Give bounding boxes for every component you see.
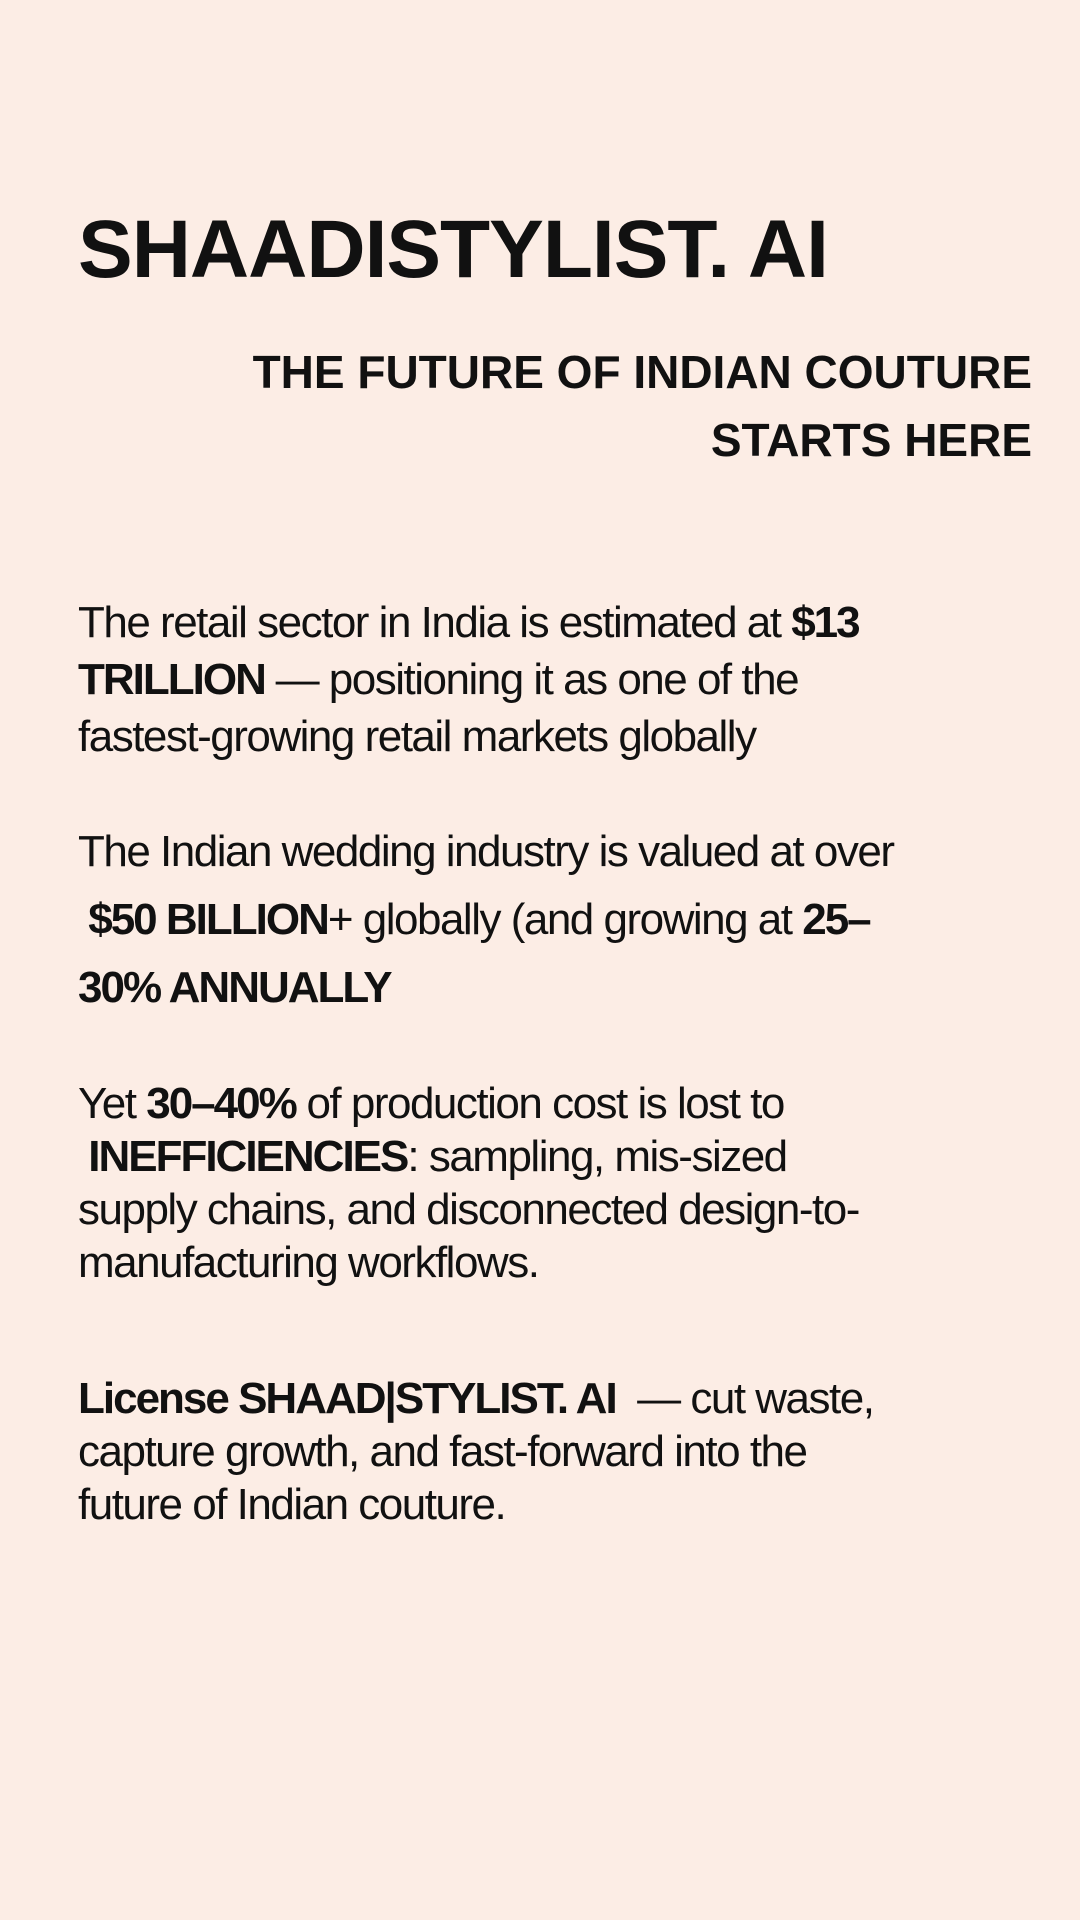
- wedding-industry-paragraph: The Indian wedding industry is valued at…: [78, 818, 1038, 1022]
- paragraph-line: INEFFICIENCIES: sampling, mis-sized: [78, 1130, 1038, 1183]
- license-callout: License SHAAD|STYLIST. AI: [78, 1374, 618, 1423]
- highlight-value: TRILLION: [78, 655, 267, 704]
- inefficiencies-paragraph: Yet 30–40% of production cost is lost to…: [78, 1077, 1038, 1289]
- highlight-value: $13: [791, 598, 860, 647]
- paragraph-line: supply chains, and disconnected design-t…: [78, 1185, 860, 1234]
- highlight-value: INEFFICIENCIES: [78, 1132, 409, 1181]
- highlight-value: 30% ANNUALLY: [78, 963, 393, 1012]
- paragraph-line: capture growth, and fast-forward into th…: [78, 1427, 808, 1476]
- retail-sector-paragraph: The retail sector in India is estimated …: [78, 594, 1038, 765]
- tagline-line-1: THE FUTURE OF INDIAN COUTURE: [252, 346, 1032, 398]
- highlight-value: 25–: [802, 895, 871, 944]
- paragraph-text: — positioning it as one of the: [264, 655, 800, 704]
- paragraph-line: future of Indian couture.: [78, 1480, 507, 1529]
- brand-title: SHAADISTYLIST. AI: [78, 204, 829, 295]
- paragraph-text: Yet: [78, 1079, 147, 1128]
- paragraph-line: manufacturing workflows.: [78, 1238, 540, 1287]
- highlight-value: 30–40%: [146, 1079, 297, 1128]
- paragraph-line: 30% ANNUALLY: [78, 954, 1038, 1022]
- paragraph-text: The retail sector in India is estimated …: [78, 598, 792, 647]
- paragraph-text: : sampling, mis-sized: [407, 1132, 788, 1181]
- highlight-value: $50 BILLION: [78, 895, 330, 944]
- paragraph-text: + globally (and growing at: [327, 895, 803, 944]
- paragraph-line: $50 BILLION+ globally (and growing at 25…: [78, 886, 1038, 954]
- paragraph-line: The Indian wedding industry is valued at…: [78, 827, 895, 876]
- paragraph-text: — cut waste,: [615, 1374, 875, 1423]
- tagline-line-2: STARTS HERE: [710, 414, 1032, 466]
- paragraph-line: fastest-growing retail markets globally: [78, 712, 757, 761]
- paragraph-line: The retail sector in India is estimated …: [78, 594, 1038, 651]
- paragraph-line: License SHAAD|STYLIST. AI — cut waste,: [78, 1372, 1038, 1425]
- paragraph-line: Yet 30–40% of production cost is lost to: [78, 1077, 1038, 1130]
- paragraph-line: TRILLION — positioning it as one of the: [78, 651, 1038, 708]
- tagline: THE FUTURE OF INDIAN COUTURE STARTS HERE: [253, 338, 1032, 474]
- paragraph-text: of production cost is lost to: [295, 1079, 785, 1128]
- license-cta-paragraph: License SHAAD|STYLIST. AI — cut waste, c…: [78, 1372, 1038, 1531]
